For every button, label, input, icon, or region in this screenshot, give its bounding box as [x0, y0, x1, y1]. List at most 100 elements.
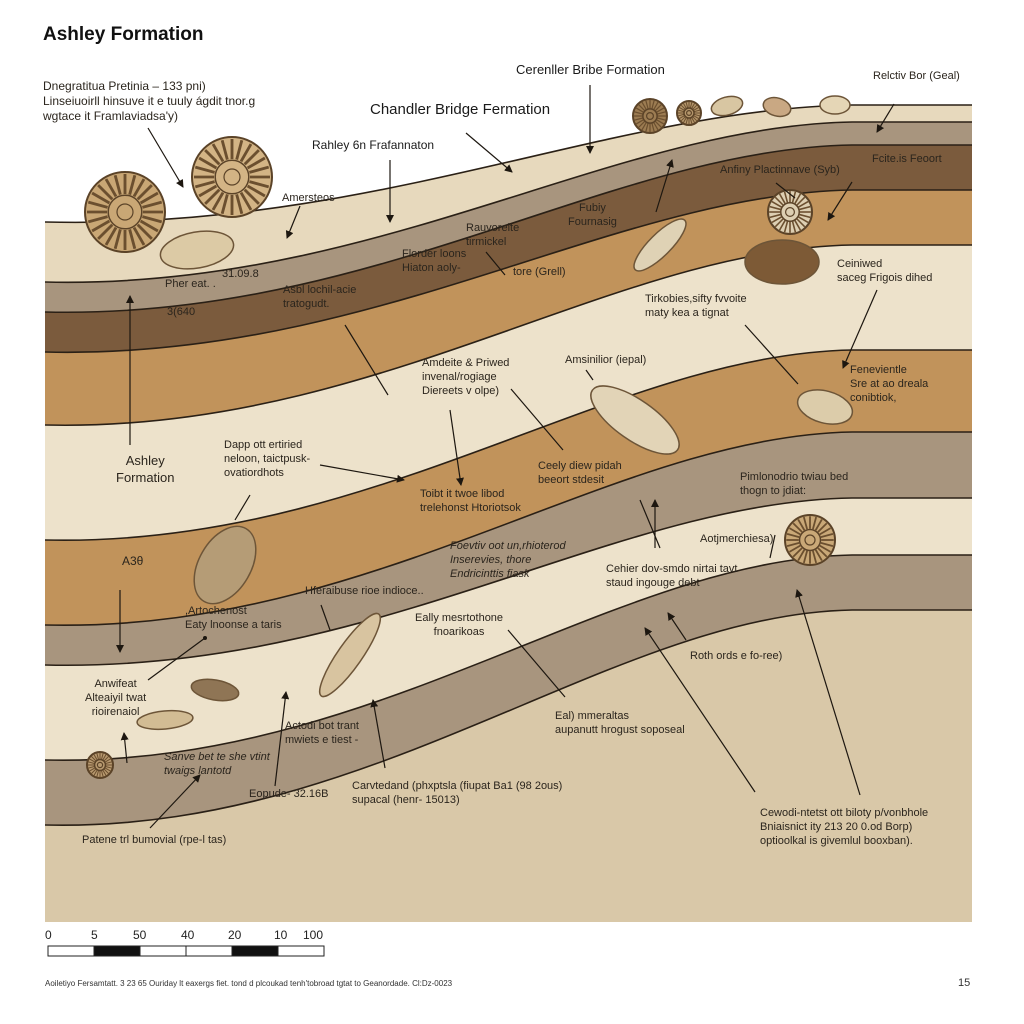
- label-patene: Patene trl bumovial (rpe-l tas): [82, 834, 227, 846]
- label-aotjmerchiesa: Aotjmerchiesa): [700, 533, 774, 545]
- bivalve-fossil: [159, 230, 235, 270]
- label-eal: Eal) mmeraltas aupanutt hrogust soposeal: [555, 710, 685, 736]
- label-pher: Pher eat. .: [165, 278, 216, 290]
- label-anfiny: Anfiny Plactinnave (Syb): [720, 164, 840, 176]
- label-eally: Eally mesrtothone fnoarikoas: [415, 612, 504, 638]
- intro-note: Dnegratitua Pretinia – 133 pni) Linseiuo…: [43, 79, 256, 123]
- scale-tick: 5: [91, 928, 98, 942]
- leader-arrow: [120, 732, 129, 764]
- ammonite-fossil: [84, 171, 166, 253]
- layer-boundary: [44, 554, 972, 761]
- label-artochenost: ,Artochenost Eaty lnoonse a taris: [185, 605, 282, 631]
- label-amersteos: Amersteos: [282, 192, 335, 204]
- label-rahley: Rahley 6n Frafannaton: [312, 138, 435, 152]
- layer-boundary: [44, 497, 972, 667]
- label-hferaibuse: Hferaibuse rioe indioce..: [305, 585, 424, 597]
- leader-arrow: [795, 589, 861, 796]
- ammonite-fossil: [767, 189, 813, 235]
- shell-fossil: [762, 96, 792, 118]
- label-actodi: Actodi bot trant mwiets e tiest -: [285, 720, 359, 746]
- layer-boundary: [44, 431, 972, 626]
- brachiopod-fossil: [744, 239, 820, 285]
- ammonite-fossil: [784, 514, 836, 566]
- label-3640: 3(640: [167, 306, 196, 318]
- leader-arrow: [744, 324, 799, 385]
- scale-tick: 40: [181, 928, 195, 942]
- leader-arrow: [147, 127, 184, 188]
- leader-arrow: [585, 369, 594, 381]
- leader-arrow: [274, 691, 290, 787]
- label-ceely: Ceely diew pidah beeort stdesit: [538, 460, 622, 486]
- label-pimlonodrio: Pimlonodrio twiau bed thogn to jdiat:: [740, 471, 849, 497]
- scale-tick: 50: [133, 928, 147, 942]
- label-roth: Roth ords e fo-ree): [690, 650, 783, 662]
- label-relctiv: Relctiv Bor (Geal): [873, 70, 960, 82]
- leader-arrows: [116, 85, 895, 829]
- label-a30: A3θ: [122, 554, 144, 568]
- layer-boundary: [44, 189, 972, 354]
- leader-arrow: [769, 534, 776, 559]
- scale-bar: [47, 945, 325, 957]
- label-asbl: Asbl lochil-acie tratogudt.: [283, 284, 357, 310]
- page-title: Ashley Formation: [43, 24, 204, 45]
- leader-arrow: [842, 289, 878, 369]
- leader-arrow: [320, 604, 331, 631]
- layer-boundary: [44, 609, 972, 826]
- leader-arrow: [827, 181, 853, 221]
- label-toibt: Toibt it twoe libod trelehonst Htoriotso…: [420, 488, 521, 514]
- leader-dot: [203, 636, 207, 640]
- label-ashley-formation: Ashley Formation: [116, 453, 175, 485]
- fossils: [84, 95, 854, 779]
- shell-fossil: [796, 389, 854, 425]
- ammonite-fossil: [191, 136, 273, 218]
- scale-tick: 10: [274, 928, 288, 942]
- label-dapp: Dapp ott ertiried neloon, taictpusk- ova…: [224, 439, 311, 479]
- label-31098: 31.09.8: [222, 268, 259, 280]
- label-tirkobies: Tirkobies,sifty fvvoite maty kea a tigna…: [645, 293, 747, 319]
- leader-arrow: [507, 629, 566, 698]
- leader-arrow: [370, 699, 386, 769]
- scale-tick: 20: [228, 928, 242, 942]
- leader-arrow: [285, 205, 301, 239]
- label-fcite: Fcite.is Feoort: [872, 153, 942, 165]
- label-sanve: Sanve bet te she vtint twaigs lantotd: [164, 751, 270, 777]
- label-rauvoreite: Rauvoreite tirmickel: [466, 222, 520, 248]
- leader-arrow: [149, 774, 201, 829]
- label-florder: Florder loons Hiaton aoly-: [402, 248, 467, 274]
- leader-arrow: [876, 103, 895, 133]
- label-ceiniwed: Ceiniwed saceg Frigois dihed: [837, 258, 933, 284]
- leader-arrow: [775, 182, 796, 199]
- label-anwifeat: Anwifeat Alteaiyil twat rioirenaiol: [85, 678, 147, 718]
- cone-fossil: [633, 218, 687, 272]
- label-chandler-bridge: Chandler Bridge Fermation: [370, 101, 551, 118]
- leader-arrow: [667, 612, 687, 641]
- label-amsinilior: Amsinilior (iepal): [565, 354, 647, 366]
- leader-arrow: [319, 464, 405, 483]
- label-cewodi: Cewodi-ntetst ott biloty p/vonbhole Bnia…: [760, 807, 929, 847]
- label-carvtedand: Carvtedand (phxptsla (fiupat Ba1 (98 2ou…: [352, 780, 563, 806]
- label-foevtiv: Foevtiv oot un,rhioterod Inserevies, tho…: [450, 540, 566, 580]
- leader-arrow: [234, 494, 251, 521]
- ammonite-fossil: [676, 100, 702, 126]
- tooth-fossil: [318, 612, 382, 698]
- leader-arrow: [639, 499, 661, 549]
- label-cerenller: Cerenller Bribe Formation: [516, 62, 665, 77]
- leader-arrow: [485, 251, 506, 276]
- bone-fossil: [193, 525, 257, 605]
- ammonite-fossil: [632, 98, 668, 134]
- label-tore: tore (Grell): [513, 266, 566, 278]
- label-eopude: Eopude- 32.16B: [249, 788, 329, 800]
- page-number: 15: [958, 977, 971, 989]
- stratum-layer: [45, 610, 972, 922]
- label-fenevientle: Fenevientle Sre at ao dreala conibtiok,: [850, 364, 929, 404]
- shell-fossil: [190, 678, 240, 702]
- footer-caption: Aoiletiyo Fersamtatt. 3 23 65 Ouriday lt…: [45, 979, 453, 988]
- leader-arrow: [344, 324, 389, 396]
- scale-tick: 100: [303, 928, 324, 942]
- ammonite-fossil: [86, 751, 114, 779]
- label-cehier: Cehier dov-smdo nirtai tavt staud ingoug…: [606, 563, 738, 589]
- layer-boundary: [44, 349, 972, 541]
- label-fubiy: Fubiy Fournasig: [568, 202, 617, 228]
- label-amdeite: Amdeite & Priwed invenal/rogiage Diereet…: [422, 357, 510, 397]
